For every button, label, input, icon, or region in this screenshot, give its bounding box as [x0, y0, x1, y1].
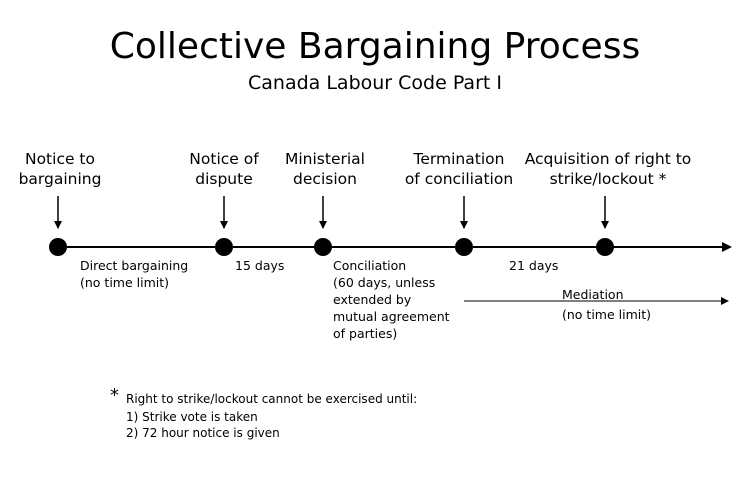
- period-fifteen-days: 15 days: [235, 258, 285, 273]
- event-label-acquisition-of-right: Acquisition of right to strike/lockout *: [524, 150, 692, 188]
- period-mediation-limit: (no time limit): [562, 307, 652, 322]
- event-label-notice-of-dispute: Notice of dispute: [189, 150, 259, 188]
- period-direct-bargaining: Direct bargaining (no time limit): [80, 258, 189, 290]
- footnote-item-strike-vote: 1) Strike vote is taken: [126, 410, 258, 424]
- footnote-heading: Right to strike/lockout cannot be exerci…: [126, 392, 418, 406]
- dot-termination-of-conciliation: [455, 238, 473, 256]
- dot-ministerial-decision: [314, 238, 332, 256]
- event-label-termination-of-conciliation: Termination of conciliation: [404, 150, 514, 188]
- dot-notice-of-dispute: [215, 238, 233, 256]
- diagram-title: Collective Bargaining Process: [109, 26, 641, 67]
- period-conciliation: Conciliation (60 days, unless extended b…: [333, 258, 450, 341]
- dot-notice-to-bargaining: [49, 238, 67, 256]
- event-label-notice-to-bargaining: Notice to bargaining: [18, 150, 102, 188]
- footnote-item-72-hour-notice: 2) 72 hour notice is given: [126, 426, 280, 440]
- dot-acquisition-of-right: [596, 238, 614, 256]
- footnote-marker: *: [110, 385, 119, 406]
- period-twenty-one-days: 21 days: [509, 258, 559, 273]
- down-arrows: [54, 196, 609, 229]
- period-mediation: Mediation: [562, 287, 624, 302]
- event-label-ministerial-decision: Ministerial decision: [285, 150, 365, 188]
- diagram-subtitle: Canada Labour Code Part I: [248, 72, 502, 94]
